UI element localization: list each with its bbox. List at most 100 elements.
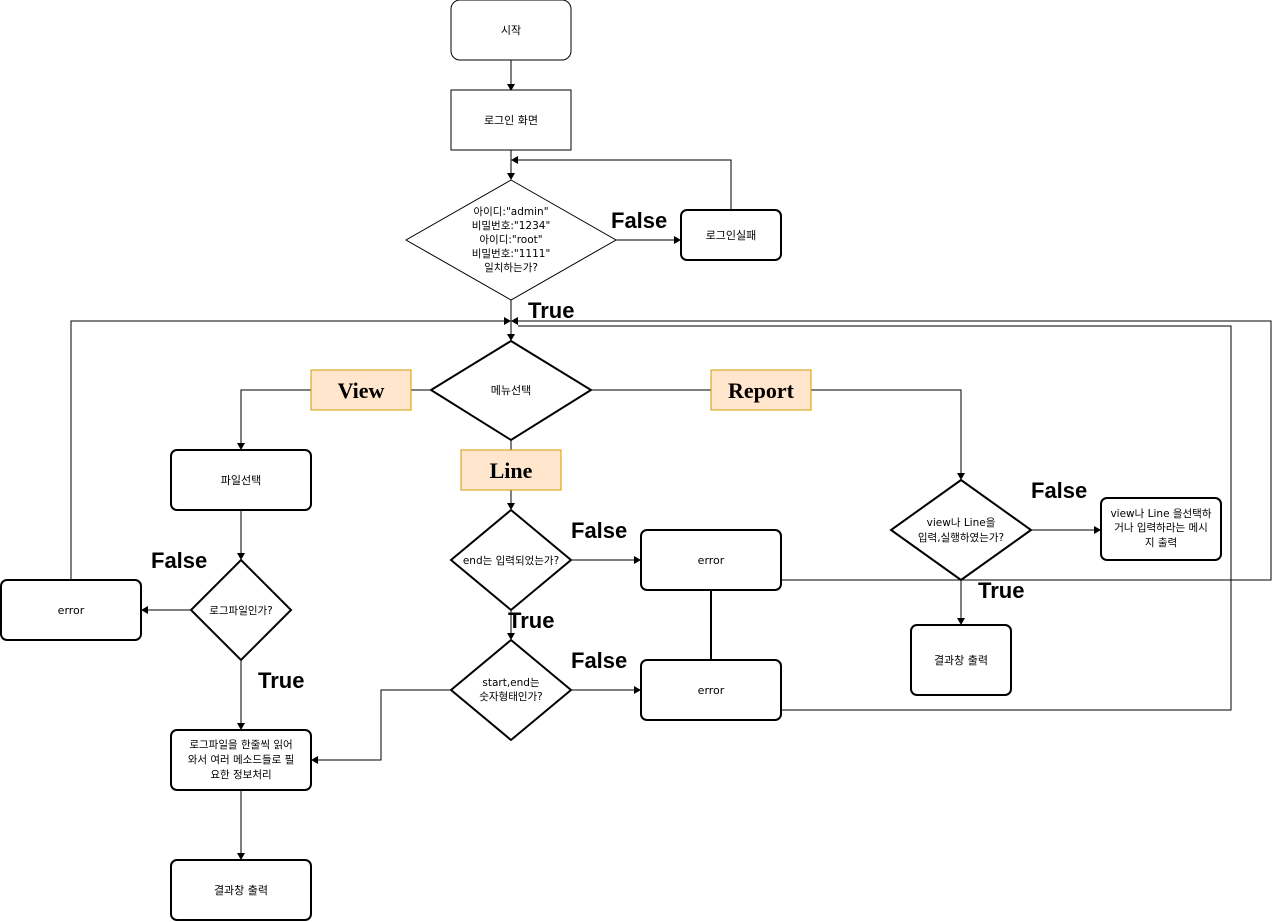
menu-label: 메뉴선택 bbox=[491, 384, 531, 397]
end-false-label: False bbox=[571, 518, 627, 543]
login-check-line: 아이디:"admin" bbox=[473, 206, 548, 218]
login-false-label: False bbox=[611, 208, 667, 233]
arrowhead bbox=[507, 84, 515, 91]
is-log-file-diamond bbox=[189, 558, 293, 662]
edge-error-left-loop bbox=[70, 320, 504, 579]
login-check-line: 아이디:"root" bbox=[479, 234, 542, 246]
node-view-or-line: view나 Line을 입력,실행하였는가? bbox=[889, 478, 1033, 582]
end-input-label: end는 입력되었는가? bbox=[463, 554, 559, 567]
end-true-label: True bbox=[508, 608, 554, 633]
node-login-check: 아이디:"admin" 비밀번호:"1234" 아이디:"root" 비밀번호:… bbox=[404, 179, 618, 301]
report-true-label: True bbox=[978, 578, 1024, 603]
node-select-msg: view나 Line 을선택하 거나 입력하라는 메시 지 출력 bbox=[1100, 497, 1222, 561]
end-input-diamond bbox=[449, 508, 573, 612]
login-fail-box bbox=[680, 209, 782, 261]
file-select-label: 파일선택 bbox=[221, 473, 261, 487]
arrowhead bbox=[511, 317, 518, 325]
node-menu: 메뉴선택 bbox=[429, 339, 593, 442]
node-process: 로그파일을 한줄씩 읽어 와서 여러 메소드들로 필 요한 정보처리 bbox=[170, 729, 312, 791]
process-line: 와서 여러 메소드들로 필 bbox=[188, 754, 295, 766]
edge-fail-loop bbox=[518, 159, 732, 210]
arrowhead bbox=[141, 606, 148, 614]
log-true-label: True bbox=[258, 668, 304, 693]
arrowhead bbox=[634, 686, 641, 694]
arrowhead bbox=[237, 723, 245, 730]
login-screen-box bbox=[450, 89, 572, 151]
node-login-fail: 로그인실패 bbox=[680, 209, 782, 261]
error-left-box bbox=[0, 579, 142, 641]
arrowhead bbox=[957, 473, 965, 480]
file-select-box bbox=[170, 449, 312, 511]
arrowhead bbox=[507, 503, 515, 510]
start-label: 시작 bbox=[501, 24, 521, 37]
process-line: 요한 정보처리 bbox=[210, 769, 271, 781]
select-msg-line: view나 Line 을선택하 bbox=[1110, 507, 1211, 520]
arrowhead bbox=[674, 236, 681, 244]
login-check-diamond bbox=[404, 179, 618, 301]
select-msg-line: 지 출력 bbox=[1145, 537, 1177, 549]
edge-numeric-process bbox=[318, 689, 451, 761]
view-or-line-diamond bbox=[889, 478, 1033, 582]
arrowhead bbox=[507, 173, 515, 180]
view-tag-box bbox=[310, 369, 412, 411]
node-error-mid2: error bbox=[640, 659, 782, 721]
arrowhead bbox=[237, 443, 245, 450]
view-or-line-line: 입력,실행하였는가? bbox=[918, 531, 1004, 544]
node-file-select: 파일선택 bbox=[170, 449, 312, 511]
login-check-line: 비밀번호:"1234" bbox=[472, 220, 551, 232]
numeric-line: start,end는 bbox=[482, 677, 540, 689]
node-is-log-file: 로그파일인가? bbox=[189, 558, 293, 662]
edge-error-mid1-loop bbox=[518, 320, 1272, 581]
arrowhead bbox=[504, 317, 511, 325]
arrowhead bbox=[634, 556, 641, 564]
arrowhead bbox=[237, 553, 245, 560]
arrowhead bbox=[507, 633, 515, 640]
node-error-left: error bbox=[0, 579, 142, 641]
node-login-screen: 로그인 화면 bbox=[450, 89, 572, 151]
process-box bbox=[170, 729, 312, 791]
login-check-line: 비밀번호:"1111" bbox=[472, 248, 551, 260]
start-box bbox=[450, 0, 572, 61]
edge-error-mid2-loop bbox=[518, 325, 1232, 711]
node-start: 시작 bbox=[450, 0, 572, 61]
process-line: 로그파일을 한줄씩 읽어 bbox=[189, 738, 292, 751]
login-screen-label: 로그인 화면 bbox=[484, 114, 538, 127]
report-false-label: False bbox=[1031, 478, 1087, 503]
select-msg-line: 거나 입력하라는 메시 bbox=[1114, 521, 1208, 534]
view-tag-label: View bbox=[338, 378, 385, 403]
node-result-right: 결과창 출력 bbox=[910, 624, 1012, 696]
tag-line: Line bbox=[460, 449, 562, 491]
login-check-line: 일치하는가? bbox=[484, 261, 538, 274]
arrowhead bbox=[311, 756, 318, 764]
log-false-label: False bbox=[151, 548, 207, 573]
error-mid1-box bbox=[640, 529, 782, 591]
node-error-mid1: error bbox=[640, 529, 782, 591]
arrowhead bbox=[507, 334, 515, 341]
line-tag-box bbox=[460, 449, 562, 491]
line-tag-label: Line bbox=[490, 458, 533, 483]
num-false-label: False bbox=[571, 648, 627, 673]
edge-report-check bbox=[811, 389, 962, 473]
numeric-line: 숫자형태인가? bbox=[479, 691, 543, 703]
node-end-input: end는 입력되었는가? bbox=[449, 508, 573, 612]
arrowhead bbox=[1094, 526, 1101, 534]
report-tag-label: Report bbox=[728, 378, 795, 403]
error-mid1-label: error bbox=[698, 554, 725, 567]
tag-view: View bbox=[310, 369, 412, 411]
edges bbox=[70, 60, 1272, 860]
node-result-left: 결과창 출력 bbox=[170, 859, 312, 921]
error-mid2-box bbox=[640, 659, 782, 721]
report-tag-box bbox=[710, 369, 812, 411]
login-true-label: True bbox=[528, 298, 574, 323]
is-log-file-label: 로그파일인가? bbox=[209, 604, 273, 617]
error-mid2-label: error bbox=[698, 684, 725, 697]
numeric-diamond bbox=[449, 638, 573, 742]
select-msg-box bbox=[1100, 497, 1222, 561]
edge-view-file bbox=[240, 389, 311, 443]
arrowhead bbox=[511, 156, 518, 164]
arrowhead bbox=[237, 853, 245, 860]
error-left-label: error bbox=[58, 604, 85, 617]
result-left-box bbox=[170, 859, 312, 921]
menu-diamond bbox=[429, 339, 593, 442]
